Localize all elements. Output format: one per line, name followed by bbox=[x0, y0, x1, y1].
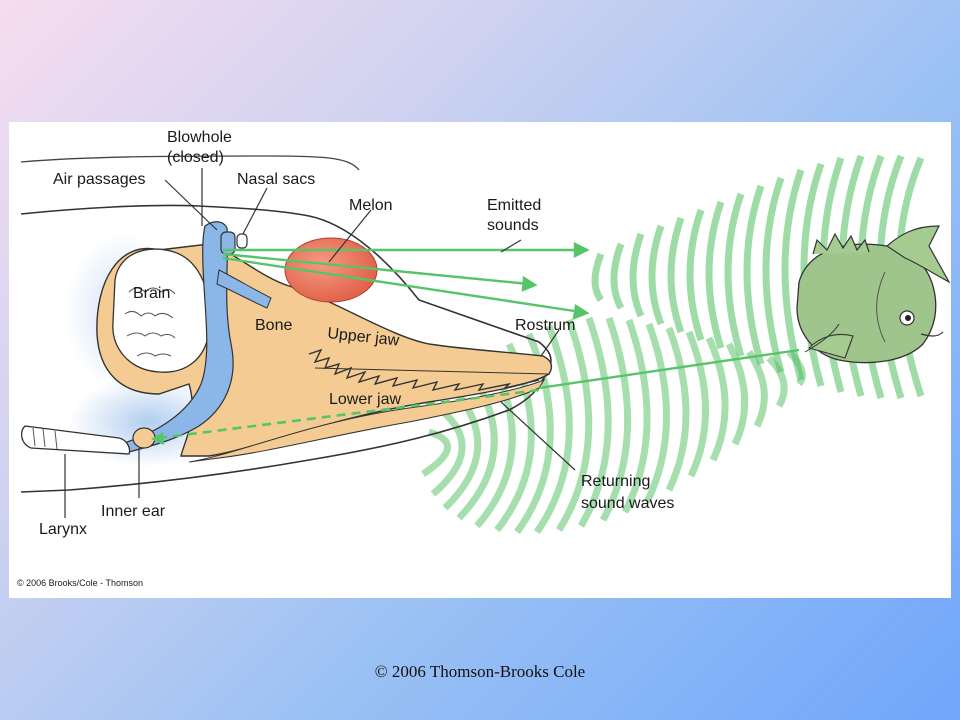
inner-ear bbox=[132, 427, 156, 449]
slide-copyright-footer: © 2006 Thomson-Brooks Cole bbox=[374, 662, 586, 681]
brain bbox=[112, 248, 211, 373]
label-emitted-line2: sounds bbox=[487, 217, 539, 234]
label-blowhole-state: (closed) bbox=[167, 149, 224, 166]
label-melon: Melon bbox=[349, 197, 393, 214]
figure-credit: © 2006 Brooks/Cole - Thomson bbox=[17, 578, 143, 588]
emitted-sound-arrows bbox=[222, 242, 590, 320]
label-returning-line1: Returning bbox=[581, 473, 650, 490]
returning-sound-arrows bbox=[151, 348, 800, 445]
label-lower-jaw: Lower jaw bbox=[329, 391, 401, 408]
diagram-labels: Blowhole (closed) Air passages Nasal sac… bbox=[17, 129, 674, 588]
fish-prey bbox=[796, 225, 951, 364]
label-bone: Bone bbox=[255, 317, 292, 334]
jaw-teeth bbox=[308, 348, 550, 392]
echolocation-figure: Blowhole (closed) Air passages Nasal sac… bbox=[9, 122, 951, 598]
label-returning-line2: sound waves bbox=[581, 495, 674, 512]
larynx bbox=[20, 425, 131, 455]
label-blowhole: Blowhole bbox=[167, 129, 232, 146]
label-inner-ear: Inner ear bbox=[101, 503, 166, 520]
label-air-passages: Air passages bbox=[53, 171, 146, 188]
label-larynx: Larynx bbox=[39, 521, 87, 538]
label-emitted-line1: Emitted bbox=[487, 197, 541, 214]
label-rostrum: Rostrum bbox=[515, 317, 575, 334]
dolphin-echolocation-diagram: Blowhole (closed) Air passages Nasal sac… bbox=[17, 129, 951, 588]
leader-lines bbox=[64, 168, 576, 518]
label-nasal-sacs: Nasal sacs bbox=[237, 171, 315, 188]
label-brain: Brain bbox=[133, 285, 170, 302]
